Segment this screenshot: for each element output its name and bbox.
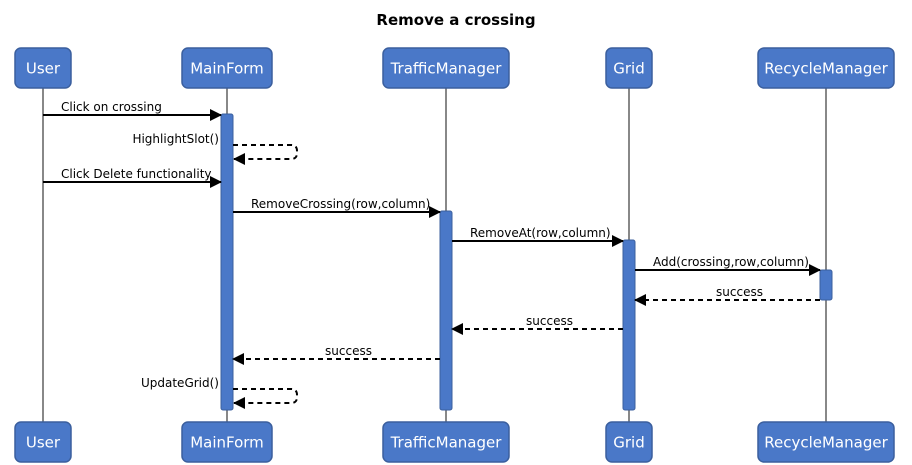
- message-label: success: [526, 314, 573, 328]
- message-arrow: [233, 388, 298, 409]
- participant-mainform-bottom: MainForm: [181, 421, 273, 463]
- message-7: success: [634, 285, 820, 306]
- message-5: RemoveAt(row,column): [452, 226, 624, 247]
- participant-box: [757, 421, 895, 463]
- participant-box: [605, 421, 653, 463]
- participant-label: Grid: [613, 60, 644, 78]
- message-4: RemoveCrossing(row,column): [233, 197, 441, 218]
- participant-box: [181, 47, 273, 89]
- participant-grid-bottom: Grid: [605, 421, 653, 463]
- message-3: Click Delete functionality: [43, 167, 222, 188]
- activation-bar-trafficmanager: [439, 210, 453, 411]
- message-label: Click Delete functionality: [61, 167, 212, 181]
- participant-box: [14, 47, 72, 89]
- activation-bar-mainform: [220, 113, 234, 411]
- message-6: Add(crossing,row,column): [635, 255, 821, 276]
- message-10: UpdateGrid(): [141, 376, 298, 409]
- message-arrow: [233, 144, 298, 165]
- message-label: Add(crossing,row,column): [653, 255, 809, 269]
- participant-mainform-top: MainForm: [181, 47, 273, 89]
- message-label: RemoveCrossing(row,column): [251, 197, 430, 211]
- participant-trafficmanager-bottom: TrafficManager: [382, 421, 510, 463]
- message-label: Click on crossing: [61, 100, 162, 114]
- activation-bar-recyclemanager: [819, 269, 833, 301]
- activation-bar-grid: [622, 239, 636, 411]
- participant-trafficmanager-top: TrafficManager: [382, 47, 510, 89]
- message-2: HighlightSlot(): [132, 132, 298, 165]
- participant-label: RecycleManager: [764, 434, 888, 452]
- message-9: success: [232, 344, 440, 365]
- participant-label: User: [26, 434, 61, 452]
- participant-label: MainForm: [190, 60, 264, 78]
- participant-box: [757, 47, 895, 89]
- participant-user-top: User: [14, 47, 72, 89]
- participant-recyclemanager-top: RecycleManager: [757, 47, 895, 89]
- message-8: success: [451, 314, 623, 335]
- message-label: UpdateGrid(): [141, 376, 219, 390]
- participant-label: MainForm: [190, 434, 264, 452]
- message-label: success: [716, 285, 763, 299]
- participant-label: User: [26, 60, 61, 78]
- message-label: success: [325, 344, 372, 358]
- participant-recyclemanager-bottom: RecycleManager: [757, 421, 895, 463]
- diagram-title: Remove a crossing: [376, 11, 535, 29]
- message-label: HighlightSlot(): [132, 132, 219, 146]
- participant-user-bottom: User: [14, 421, 72, 463]
- participant-grid-top: Grid: [605, 47, 653, 89]
- message-1: Click on crossing: [43, 100, 222, 121]
- participant-box: [382, 421, 510, 463]
- participant-label: TrafficManager: [390, 434, 503, 452]
- participant-box: [14, 421, 72, 463]
- participant-box: [181, 421, 273, 463]
- participant-box: [382, 47, 510, 89]
- participant-label: RecycleManager: [764, 60, 888, 78]
- message-label: RemoveAt(row,column): [470, 226, 611, 240]
- participant-box: [605, 47, 653, 89]
- participant-label: Grid: [613, 434, 644, 452]
- participant-label: TrafficManager: [390, 60, 503, 78]
